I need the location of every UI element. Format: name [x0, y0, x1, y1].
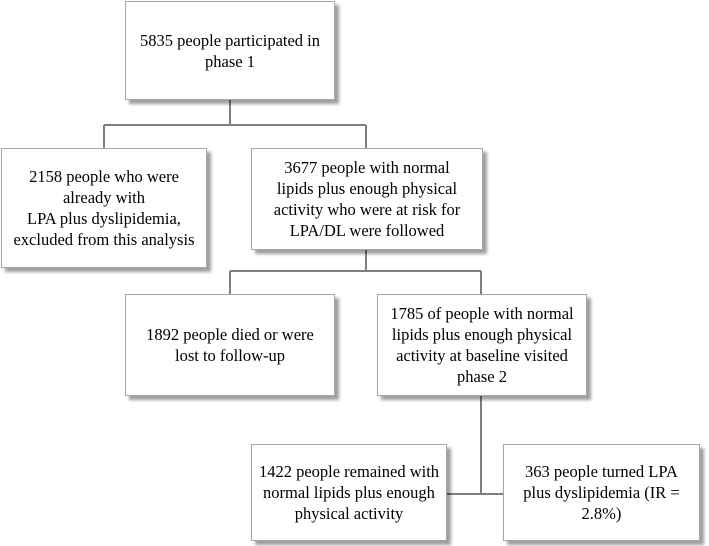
visited-phase2-box: 1785 of people with normal lipids plus e…	[377, 294, 587, 396]
lost-follow-up-box: 1892 people died or were lost to follow-…	[125, 294, 335, 396]
turned-text: 363 people turned LPA plus dyslipidemia …	[523, 462, 680, 523]
remained-text: 1422 people remained with normal lipids …	[258, 462, 440, 523]
lost-follow-up-text: 1892 people died or were lost to follow-…	[146, 325, 314, 365]
phase1-box: 5835 people participated in phase 1	[125, 1, 335, 100]
phase1-text: 5835 people participated in phase 1	[139, 30, 321, 71]
turned-box: 363 people turned LPA plus dyslipidemia …	[503, 444, 700, 541]
excluded-box: 2158 people who were already with LPA pl…	[1, 148, 207, 268]
visited-phase2-text: 1785 of people with normal lipids plus e…	[390, 304, 574, 386]
excluded-text: 2158 people who were already with LPA pl…	[13, 167, 195, 249]
remained-box: 1422 people remained with normal lipids …	[251, 444, 447, 541]
followed-text: 3677 people with normal lipids plus enou…	[273, 158, 461, 240]
followed-box: 3677 people with normal lipids plus enou…	[251, 148, 483, 250]
